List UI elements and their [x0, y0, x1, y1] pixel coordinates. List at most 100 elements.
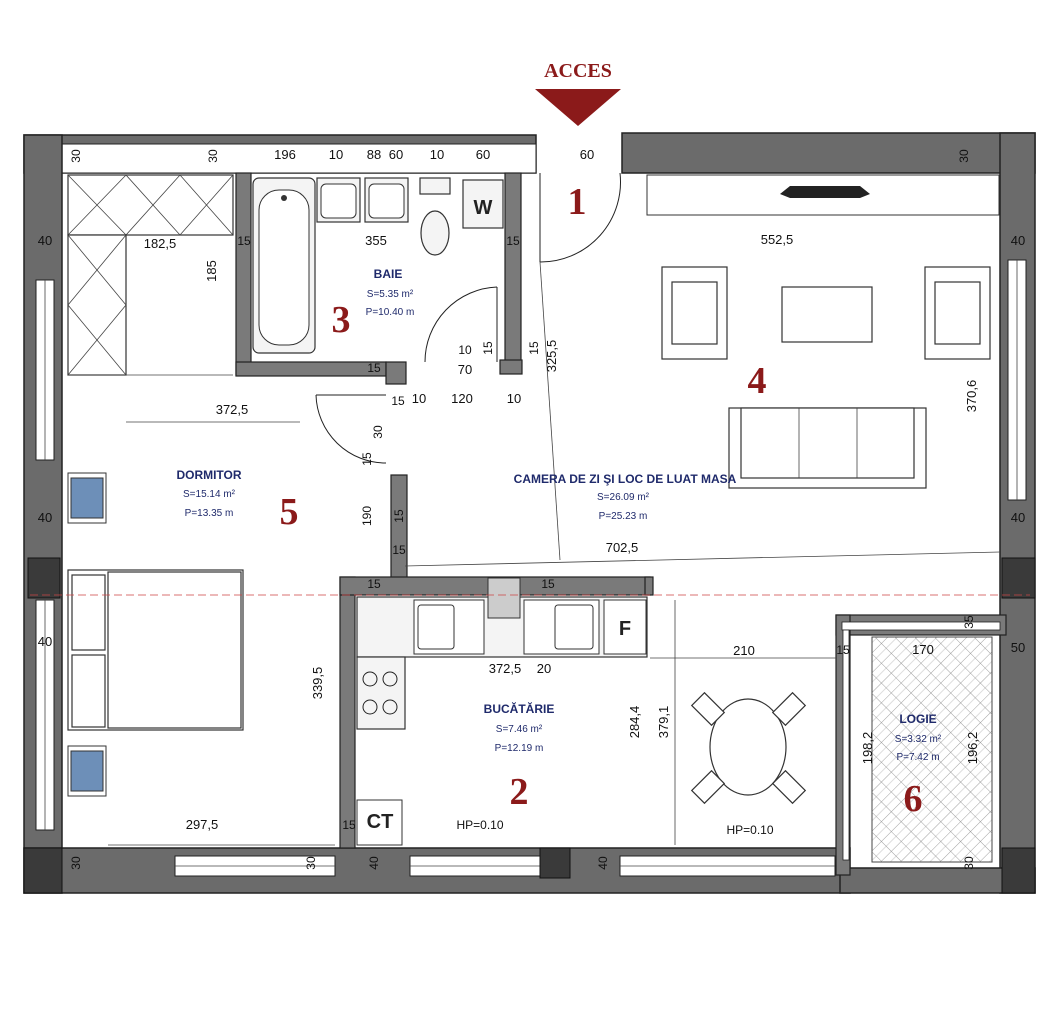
dim-label: 552,5: [761, 232, 794, 247]
dim-label: 40: [596, 856, 610, 870]
dim-label: 60: [389, 147, 403, 162]
dim-label: 35: [962, 615, 976, 629]
dim-label: 30: [962, 856, 976, 870]
dim-label: 15: [342, 818, 356, 832]
boiler-label: CT: [367, 811, 394, 833]
room-perimeter-kitchen: P=12.19 m: [495, 743, 544, 754]
dim-label: 702,5: [606, 540, 639, 555]
room-area-bath: S=5.35 m²: [367, 289, 414, 300]
entrance-door-swing: [539, 172, 621, 263]
dim-label: 10: [329, 147, 343, 162]
access-label: ACCES: [544, 60, 612, 82]
dim-label: 40: [38, 233, 52, 248]
access-arrow-icon: [535, 89, 621, 126]
dim-label: 10: [458, 343, 472, 357]
dim-label: 30: [206, 149, 220, 163]
room-perimeter-logia: P=7.42 m: [896, 752, 939, 763]
dim-label: 40: [1011, 233, 1025, 248]
dim-label: 15: [836, 643, 850, 657]
dim-label: 30: [957, 149, 971, 163]
wall-bath-left: [235, 172, 252, 376]
stove: [356, 656, 406, 730]
dim-label: 15: [541, 577, 555, 591]
dim-label: 40: [38, 510, 52, 525]
dim-label: 15: [392, 543, 406, 557]
kitchen-level: HP=0.10: [456, 818, 503, 832]
dim-label: 379,1: [656, 706, 671, 739]
room-name-bedroom: DORMITOR: [176, 468, 241, 482]
wall-bath-bottom: [235, 361, 387, 377]
dim-label: 60: [476, 147, 490, 162]
dim-label: 70: [458, 362, 472, 377]
dim-label: 15: [481, 341, 495, 355]
wall-hall: [390, 474, 408, 586]
room-perimeter-bedroom: P=13.35 m: [185, 508, 234, 519]
bedroom-door-swing: [315, 394, 387, 464]
dim-label: 30: [69, 149, 83, 163]
toilet-icon: [420, 210, 450, 256]
bath-door-swing: [424, 286, 498, 363]
dim-label: 60: [580, 147, 594, 162]
dim-label: 284,4: [627, 706, 642, 739]
dim-label: 40: [1011, 510, 1025, 525]
room-name-bath: BAIE: [374, 267, 403, 281]
chair-1: [690, 691, 726, 727]
dim-label: 372,5: [216, 402, 249, 417]
dim-label: 355: [365, 233, 387, 248]
dim-label: 88: [367, 147, 381, 162]
dim-label: 182,5: [144, 236, 177, 251]
dim-label: 170: [912, 642, 934, 657]
pillow-1: [71, 574, 106, 651]
dim-label: 40: [367, 856, 381, 870]
boiler: [356, 799, 403, 846]
wall-kitchen-left: [339, 576, 356, 849]
dim-label: 40: [38, 634, 52, 649]
dim-label: 185: [204, 260, 219, 282]
dim-label: 15: [392, 509, 406, 523]
duct-icon: [487, 577, 521, 619]
dim-label: 325,5: [544, 340, 559, 373]
dim-label: 196,2: [965, 732, 980, 765]
dim-label: 196: [274, 147, 296, 162]
chair-2: [771, 691, 807, 727]
room-number-5: 5: [280, 491, 299, 533]
fridge-label: F: [619, 618, 631, 640]
dim-label: 15: [367, 577, 381, 591]
dim-label: 10: [430, 147, 444, 162]
lamp-icon-1: [70, 477, 104, 519]
room-area-kitchen: S=7.46 m²: [496, 724, 543, 735]
dim-label: 30: [69, 856, 83, 870]
dim-label: 339,5: [310, 667, 325, 700]
dim-label: 15: [506, 234, 520, 248]
dimension-labels: 30 30 196 10 88 60 10 60 60 30 40 40 40 …: [38, 147, 1025, 870]
room-name-living: CAMERA DE ZI ŞI LOC DE LUAT MASA: [514, 472, 737, 486]
room-number-2: 2: [510, 771, 529, 813]
living-level: HP=0.10: [726, 823, 773, 837]
dim-label: 30: [304, 856, 318, 870]
dim-label: 190: [360, 506, 374, 526]
pillow-2: [71, 654, 106, 728]
coffee-table: [781, 286, 873, 343]
dim-label: 10: [507, 391, 521, 406]
room-perimeter-bath: P=10.40 m: [366, 307, 415, 318]
dim-label: 370,6: [964, 380, 979, 413]
dim-label: 15: [237, 234, 251, 248]
washer-label: W: [474, 197, 493, 219]
room-number-1: 1: [568, 181, 587, 223]
dim-label: 20: [537, 661, 551, 676]
room-number-6: 6: [904, 778, 923, 820]
dim-label: 15: [360, 452, 374, 466]
dim-label: 15: [367, 361, 381, 375]
fridge: [603, 599, 647, 655]
room-area-bedroom: S=15.14 m²: [183, 489, 236, 500]
washing-machine: [462, 179, 504, 229]
room-number-3: 3: [332, 299, 351, 341]
dim-label: 198,2: [860, 732, 875, 765]
dim-label: 297,5: [186, 817, 219, 832]
lamp-icon-2: [70, 750, 104, 792]
dim-label: 15: [391, 394, 405, 408]
chair-3: [690, 769, 726, 805]
room-area-logia: S=3.32 m²: [895, 734, 942, 745]
chair-4: [771, 769, 807, 805]
